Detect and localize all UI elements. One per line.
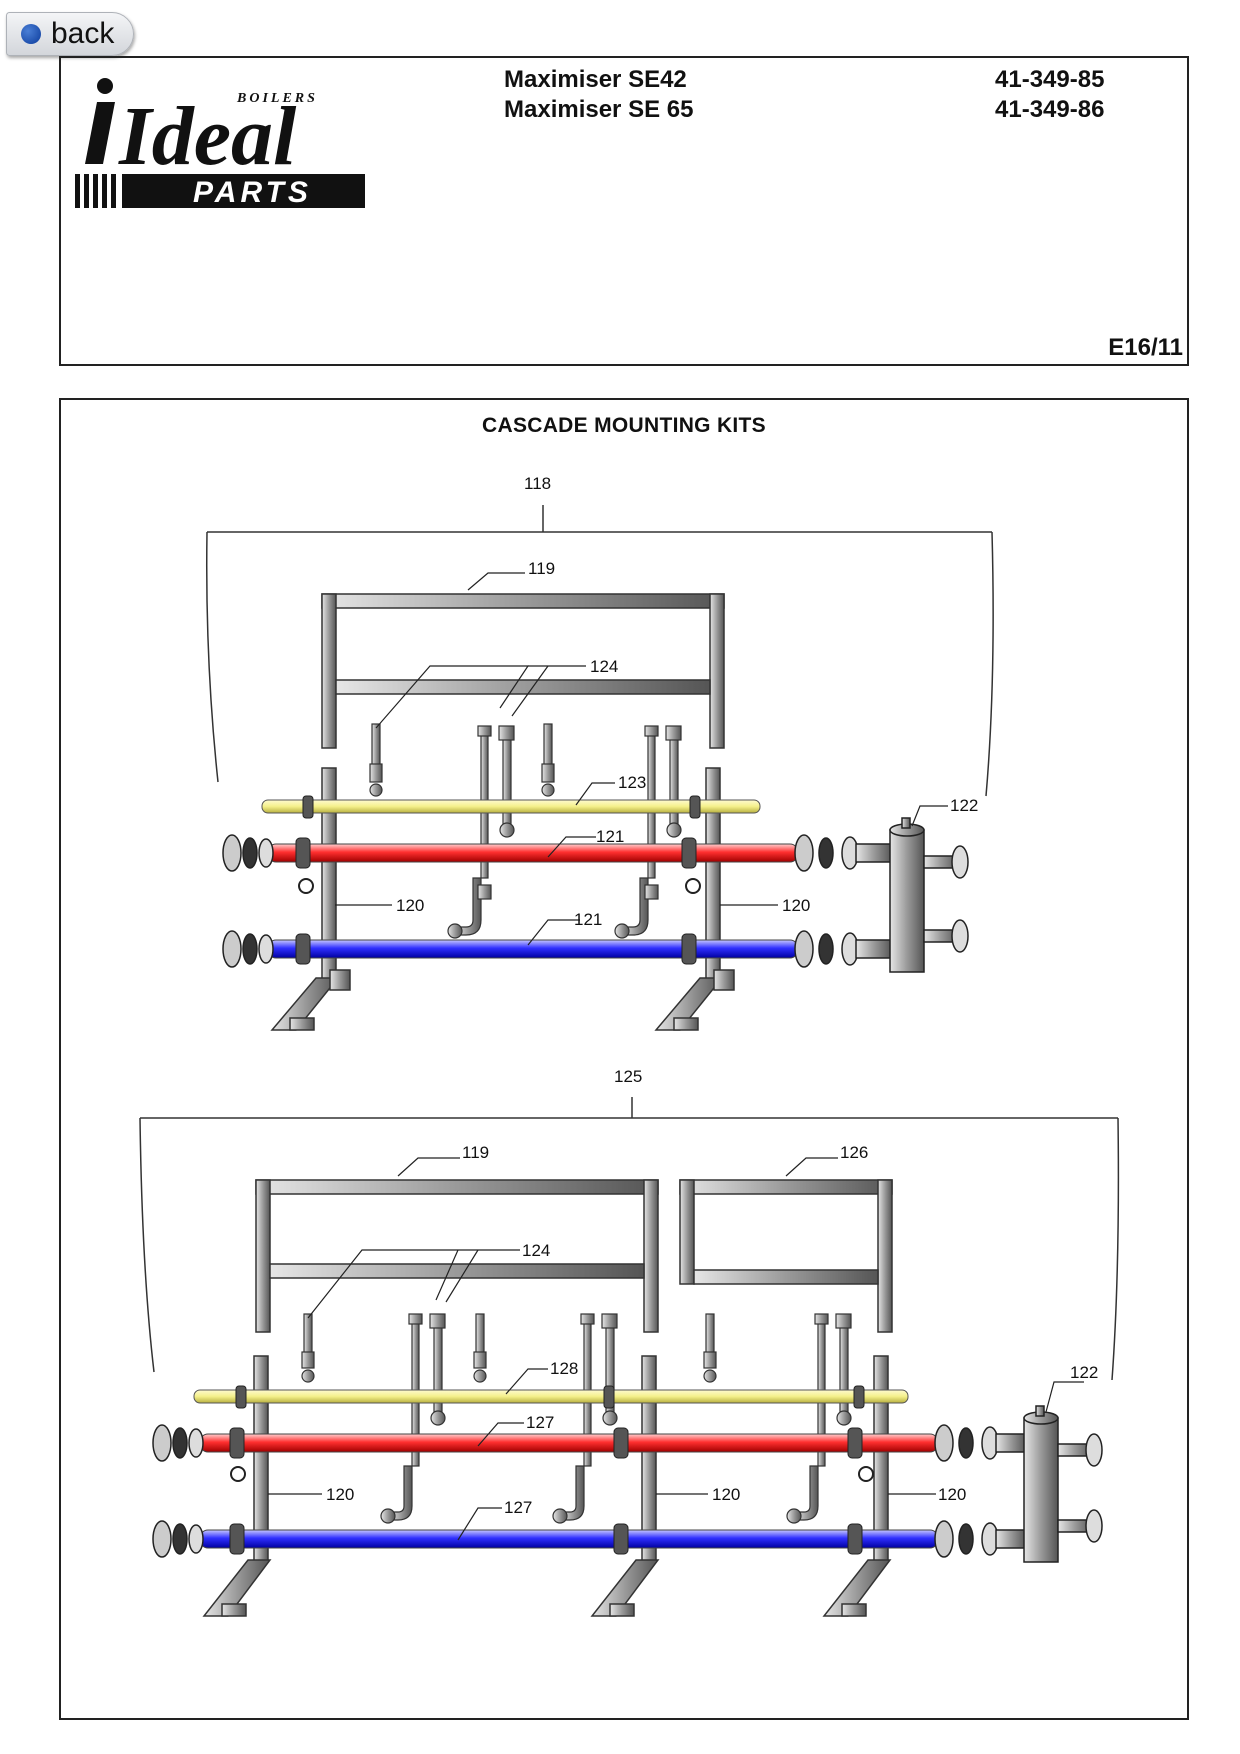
label-120-c: 120 [938, 1485, 966, 1504]
logo-stripes [75, 174, 365, 208]
label-124-b: 124 [522, 1241, 550, 1260]
model-2: Maximiser SE 65 [504, 96, 694, 123]
back-label: back [51, 17, 115, 50]
label-124: 124 [590, 657, 618, 676]
label-120-left: 120 [396, 896, 424, 915]
logo-brand: Ideal [118, 90, 297, 183]
label-120-right: 120 [782, 896, 810, 915]
ideal-parts-logo: BOILERS Ideal PARTS [75, 78, 365, 208]
flow-pipe-121 [267, 843, 799, 863]
leg-120-c [822, 1355, 892, 1617]
label-127-upper: 127 [526, 1413, 554, 1432]
label-120-b: 120 [712, 1485, 740, 1504]
label-118: 118 [524, 474, 551, 493]
logo-tagline: BOILERS [236, 91, 318, 106]
label-122-b: 122 [1070, 1363, 1098, 1382]
part-number-1: 41-349-85 [995, 66, 1105, 93]
gas-pipe-128 [193, 1389, 909, 1404]
label-122: 122 [950, 796, 978, 815]
label-119-b: 119 [462, 1143, 489, 1162]
label-125: 125 [614, 1067, 642, 1086]
right-flanges-b [934, 1424, 999, 1558]
label-119: 119 [528, 559, 555, 578]
frame-126 [679, 1179, 893, 1333]
kit-118-bracket [205, 531, 994, 797]
low-loss-header-122 [855, 817, 969, 973]
kit-125-bracket [139, 1117, 1120, 1381]
label-123: 123 [618, 773, 646, 792]
leg-120-a [202, 1355, 272, 1617]
kit-125: 125 119 126 124 128 127 120 120 120 127 … [139, 1067, 1120, 1617]
diagram-title: CASCADE MOUNTING KITS [482, 414, 766, 437]
return-pipe-127 [199, 1529, 939, 1549]
logo-i-dot [97, 78, 113, 94]
label-120-a: 120 [326, 1485, 354, 1504]
flow-pipe-127 [199, 1433, 939, 1453]
pipe-clamps [295, 795, 701, 965]
back-button[interactable]: back [6, 12, 134, 56]
model-1: Maximiser SE42 [504, 66, 687, 93]
logo-i-stem [85, 102, 115, 164]
part-number-2: 41-349-86 [995, 96, 1105, 123]
label-126: 126 [840, 1143, 868, 1162]
left-flanges [222, 834, 274, 968]
label-127-lower: 127 [504, 1498, 532, 1517]
pipe-clamps-b [229, 1385, 874, 1555]
back-dot-icon [21, 24, 41, 44]
diagram-panel: CASCADE MOUNTING KITS [59, 398, 1189, 1720]
kit-118: 118 119 124 123 121 120 120 121 122 [205, 474, 994, 1031]
logo-sub: PARTS [193, 176, 312, 208]
low-loss-header-122-b [995, 1405, 1103, 1563]
valves-124-b [301, 1313, 852, 1524]
gas-pipe-123 [261, 799, 761, 814]
return-pipe-121 [267, 939, 799, 959]
leg-120-right [654, 767, 735, 1031]
kit-118-leaders [335, 572, 948, 946]
issue-code: E16/11 [1108, 334, 1183, 361]
label-121-lower: 121 [574, 910, 602, 929]
frame-119 [321, 593, 725, 749]
header-panel: BOILERS Ideal PARTS Maximiser SE42 Maxim… [59, 56, 1189, 366]
left-flanges-b [152, 1424, 204, 1558]
label-121-upper: 121 [596, 827, 624, 846]
label-128: 128 [550, 1359, 578, 1378]
frame-119-b [255, 1179, 659, 1333]
kit-125-leaders [268, 1157, 1084, 1541]
leg-120-left [270, 767, 351, 1031]
leg-120-b [590, 1355, 660, 1617]
right-flanges [794, 834, 859, 968]
